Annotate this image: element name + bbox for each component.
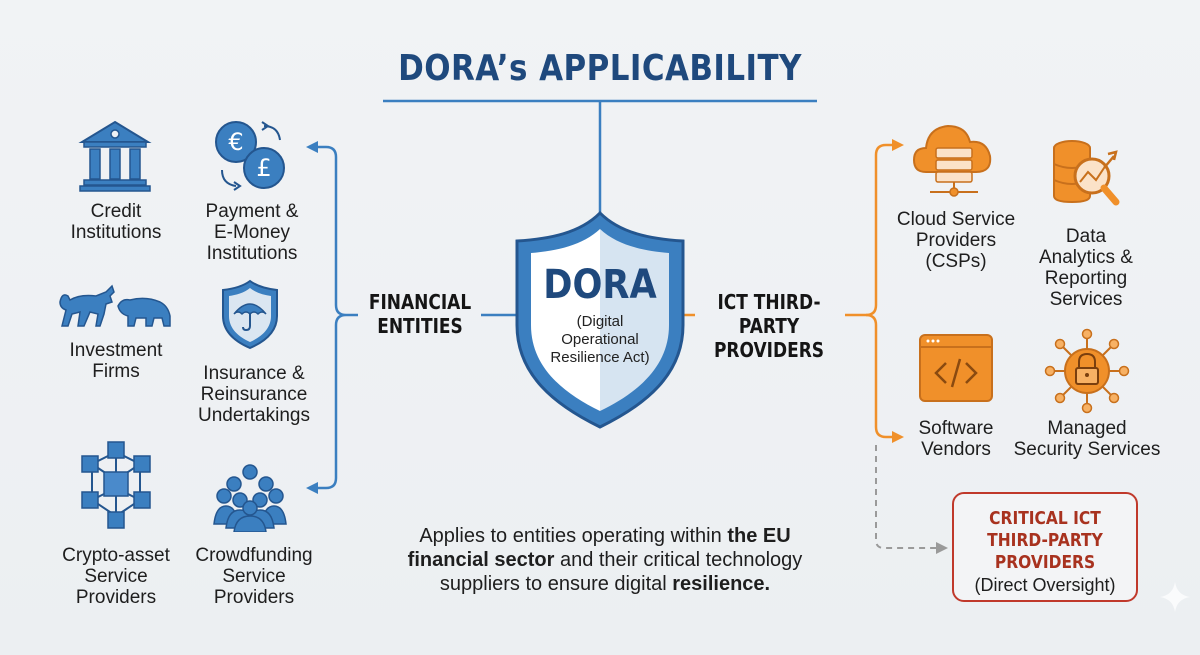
item-crypto-asset: Crypto-asset Service Providers [62,545,170,608]
ict-providers-heading: ICT THIRD-PARTY PROVIDERS [713,290,825,362]
item-crowdfunding: Crowdfunding Service Providers [195,545,313,608]
ict-bracket [683,143,894,439]
bank-icon [78,120,152,192]
svg-text:€: € [228,128,243,156]
critical-line3: PROVIDERS [994,552,1096,573]
financial-entities-heading: FINANCIAL ENTITIES [368,290,472,338]
item-insurance-reinsurance: Insurance & Reinsurance Undertakings [198,363,310,426]
item-software-vendors: Software Vendors [918,418,994,460]
crowd-icon [213,464,287,532]
code-window-icon [919,334,993,402]
database-analytics-icon [1053,140,1120,206]
bull-bear-icon [59,284,171,327]
network-lock-icon [1044,328,1130,414]
item-cloud-service-providers: Cloud Service Providers (CSPs) [896,209,1016,272]
critical-line2: THIRD-PARTY [987,530,1103,551]
svg-text:£: £ [256,154,271,182]
item-investment-firms: Investment Firms [69,340,163,382]
sparkle-icon [1160,582,1190,612]
critical-ict-providers-box: CRITICAL ICT THIRD-PARTY PROVIDERS (Dire… [952,492,1138,602]
critical-line1: CRITICAL ICT [989,508,1101,529]
umbrella-shield-icon [222,279,278,350]
critical-subtitle: (Direct Oversight) [974,575,1116,595]
item-managed-security: Managed Security Services [1013,418,1161,460]
item-data-analytics: Data Analytics & Reporting Services [1039,226,1133,310]
applicability-statement: Applies to entities operating within the… [407,525,803,595]
page-title: DORA’s APPLICABILITY [398,48,802,89]
item-payment-emoney: Payment & E-Money Institutions [205,201,299,264]
currency-exchange-icon: € £ [215,121,285,191]
financial-bracket [312,145,517,490]
dora-full-name: (Digital Operational Resilience Act) [550,313,650,366]
cloud-server-icon [912,124,992,197]
item-credit-institutions: Credit Institutions [70,201,162,243]
shield-icon [515,210,685,429]
dora-acronym: DORA [543,262,657,308]
blockchain-icon [81,441,151,529]
